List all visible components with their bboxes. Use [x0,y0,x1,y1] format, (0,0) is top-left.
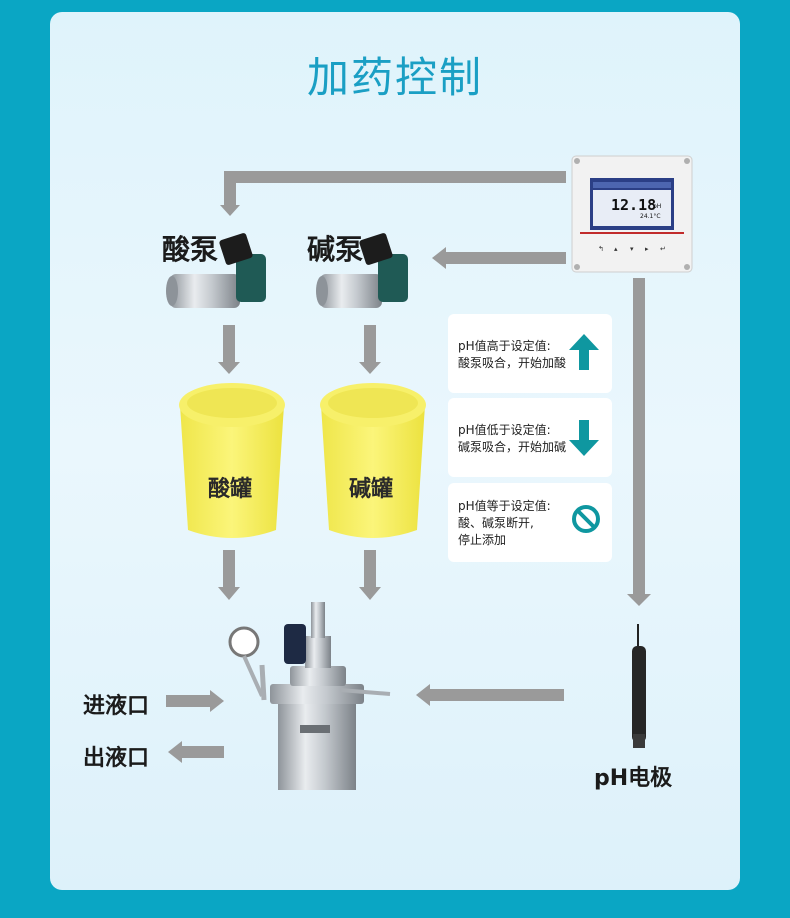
stop-icon [572,505,600,533]
arrow-down-icon [569,420,599,456]
note-line: 酸、碱泵断开, [458,516,534,530]
note-ph-low: pH值低于设定值: 碱泵吸合，开始加碱 [448,398,612,477]
inlet-label: 进液口 [83,694,150,719]
note-line: pH值低于设定值: [458,423,551,437]
note-ph-high: pH值高于设定值: 酸泵吸合，开始加酸 [448,314,612,393]
note-line: 碱泵吸合，开始加碱 [458,440,567,454]
base-pump-label: 碱泵 [307,233,364,266]
acid-tank-label: 酸罐 [208,477,253,502]
base-pump [316,233,408,308]
controller-reading: 12.18 [611,196,657,214]
signal-line-acid [220,171,566,216]
signal-line-electrode [627,278,651,606]
acid-tank [179,383,285,538]
note-line: 停止添加 [458,533,507,547]
outlet-arrow [168,741,224,763]
inlet-arrow [166,690,224,712]
page-title: 加药控制 [306,53,483,102]
acid-pump [166,233,266,308]
base-tank [320,383,426,538]
note-line: 酸泵吸合，开始加酸 [458,356,567,370]
svg-text:▾: ▾ [630,245,634,253]
svg-text:▴: ▴ [614,245,618,253]
arrow-up-icon [569,334,599,370]
reactor-vessel [228,602,391,790]
svg-text:▸: ▸ [645,245,649,253]
ph-electrode [632,624,646,748]
controller-temp: 24.1°C [640,213,661,220]
svg-text:↰: ↰ [598,245,604,253]
note-line: pH值高于设定值: [458,339,551,353]
svg-text:↵: ↵ [660,245,666,253]
note-ph-equal: pH值等于设定值: 酸、碱泵断开, 停止添加 [448,483,612,562]
acid-pump-label: 酸泵 [162,233,219,266]
base-tank-label: 碱罐 [349,477,394,502]
electrode-label: pH电极 [594,766,673,791]
signal-line-base [432,247,566,269]
flow-arrows-vertical [218,325,381,600]
outlet-label: 出液口 [83,746,150,771]
controller-unit: pH [653,203,662,210]
note-line: pH值等于设定值: [458,499,551,513]
ph-controller: ↰ ▴ ▾ ▸ ↵ [571,155,693,273]
flow-arrow-electrode [416,684,564,706]
